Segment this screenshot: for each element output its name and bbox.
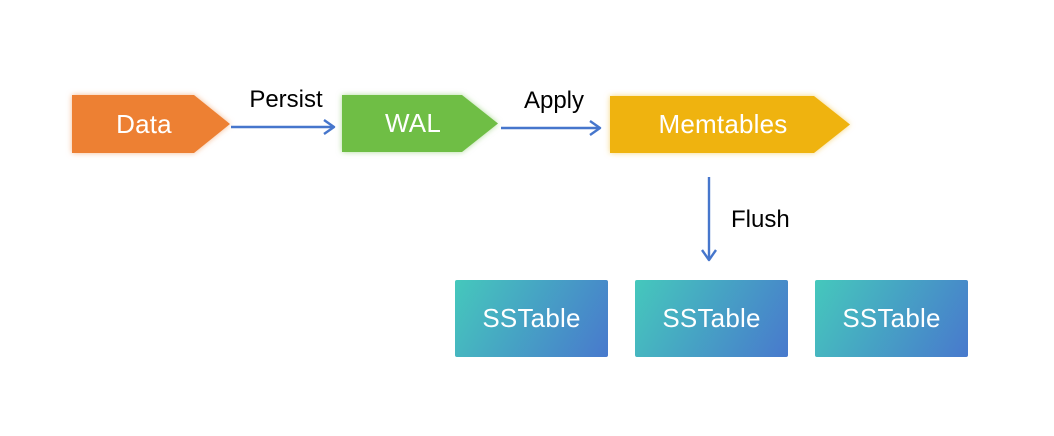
node-sstable-1: SSTable — [455, 280, 608, 357]
node-wal-label: WAL — [385, 108, 441, 138]
node-sstable-1-label: SSTable — [482, 303, 581, 333]
node-memtables-label: Memtables — [658, 109, 788, 139]
apply-arrow-icon — [501, 120, 602, 136]
node-data-label: Data — [116, 108, 172, 139]
data-arrow-shape: Data — [72, 95, 230, 153]
persist-arrow-icon — [231, 119, 336, 135]
edge-flush-label: Flush — [731, 206, 790, 233]
node-wal: WAL — [342, 95, 498, 152]
node-sstable-2-label: SSTable — [662, 303, 761, 333]
flush-arrow-icon — [701, 177, 717, 262]
wal-arrow-shape: WAL — [342, 95, 498, 152]
node-sstable-3-label: SSTable — [842, 303, 941, 333]
memtables-arrow-shape: Memtables — [610, 96, 850, 153]
node-data: Data — [72, 95, 230, 153]
edge-persist-label: Persist — [249, 86, 323, 113]
node-sstable-2: SSTable — [635, 280, 788, 357]
edge-apply-label: Apply — [523, 87, 585, 114]
node-sstable-3: SSTable — [815, 280, 968, 357]
node-memtables: Memtables — [610, 96, 850, 153]
